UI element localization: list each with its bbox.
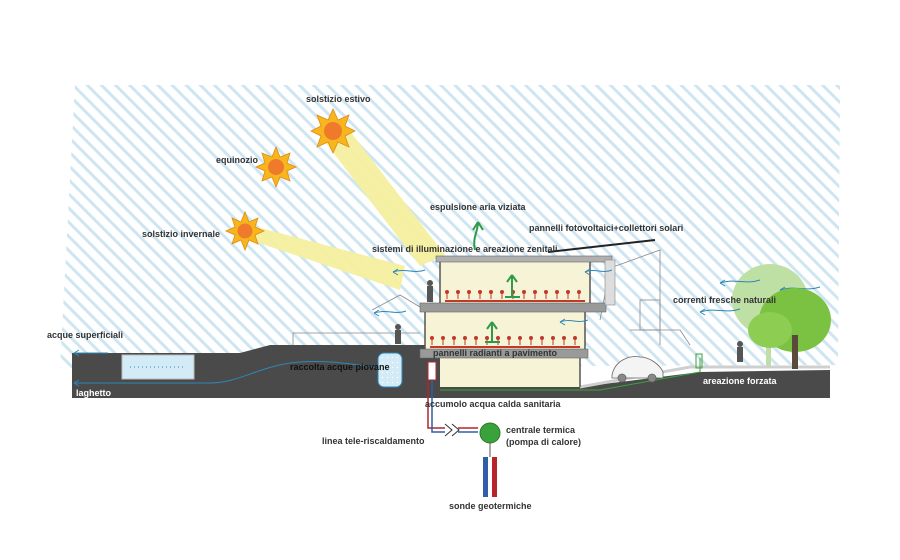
radiant-arrow-head bbox=[478, 290, 482, 294]
sun-ray-winter bbox=[238, 222, 405, 290]
radiant-arrow-head bbox=[544, 290, 548, 294]
label-solstice-winter: solstizio invernale bbox=[142, 229, 220, 239]
geothermal-probe-cold bbox=[483, 457, 488, 497]
radiant-arrow-head bbox=[566, 290, 570, 294]
label-hot-water-storage: accumolo acqua calda sanitaria bbox=[425, 399, 562, 409]
ground-section bbox=[72, 345, 830, 398]
thermal-plant-icon bbox=[479, 422, 501, 444]
person-left bbox=[395, 324, 401, 344]
radiant-arrow-head bbox=[485, 336, 489, 340]
label-pv-panels: pannelli fotovoltaici+collettori solari bbox=[529, 223, 683, 233]
ramp bbox=[579, 365, 830, 389]
radiant-arrow-head bbox=[430, 336, 434, 340]
radiant-arrow-head bbox=[562, 336, 566, 340]
radiant-arrow-head bbox=[573, 336, 577, 340]
district-heating-break bbox=[444, 423, 460, 437]
label-forced-air: areazione forzata bbox=[703, 376, 778, 386]
label-zenith-systems: sistemi di illuminazione e areazione zen… bbox=[372, 244, 558, 254]
hot-water-tank bbox=[427, 361, 437, 381]
radiant-arrow-head bbox=[555, 290, 559, 294]
radiant-arrow-head bbox=[529, 336, 533, 340]
exhaust-plant-floor1 bbox=[505, 274, 520, 298]
radiant-arrow-head bbox=[463, 336, 467, 340]
label-thermal-plant-2: (pompa di calore) bbox=[506, 437, 581, 447]
tree-foreground bbox=[748, 288, 831, 369]
radiant-arrow-head bbox=[533, 290, 537, 294]
radiant-arrow-head bbox=[522, 290, 526, 294]
pipes bbox=[427, 362, 478, 433]
label-solstice-summer: solstizio estivo bbox=[306, 94, 371, 104]
geothermal-probe-hot bbox=[492, 457, 497, 497]
radiant-arrow-head bbox=[489, 290, 493, 294]
radiant-arrow-head bbox=[577, 290, 581, 294]
radiant-arrow-head bbox=[445, 290, 449, 294]
person-right bbox=[737, 341, 743, 362]
label-radiant-panels: pannelli radianti a pavimento bbox=[433, 348, 558, 358]
exhaust-plant-top bbox=[472, 221, 484, 251]
radiant-arrow-head bbox=[441, 336, 445, 340]
label-thermal-plant-1: centrale termica bbox=[506, 425, 576, 435]
radiant-heat-arrows bbox=[430, 290, 581, 345]
radiant-arrow-head bbox=[507, 336, 511, 340]
label-equinox: equinozio bbox=[216, 155, 258, 165]
label-rain-collection: raccolta acque piovane bbox=[290, 362, 390, 372]
label-district-heating: linea tele-riscaldamento bbox=[322, 436, 425, 446]
rain-tank bbox=[377, 352, 403, 388]
car-icon bbox=[611, 356, 664, 383]
radiant-arrow-head bbox=[540, 336, 544, 340]
radiant-arrow-head bbox=[518, 336, 522, 340]
label-pond: laghetto bbox=[76, 388, 112, 398]
sun-equinox bbox=[255, 145, 297, 189]
radiant-arrow-head bbox=[452, 336, 456, 340]
label-geothermal: sonde geotermiche bbox=[449, 501, 532, 511]
radiant-arrow-head bbox=[551, 336, 555, 340]
sky-background bbox=[60, 85, 840, 368]
sun-summer bbox=[310, 108, 356, 154]
label-surface-water: acque superficiali bbox=[47, 330, 123, 340]
label-fresh-currents: correnti fresche naturali bbox=[673, 295, 776, 305]
label-exhaust-air: espulsione aria viziata bbox=[430, 202, 527, 212]
radiant-arrow-head bbox=[467, 290, 471, 294]
exhaust-plant-floor2 bbox=[485, 321, 500, 343]
person-balcony bbox=[427, 280, 433, 302]
radiant-arrow-head bbox=[496, 336, 500, 340]
sun-winter bbox=[225, 210, 265, 252]
radiant-arrow-head bbox=[500, 290, 504, 294]
sun-ray-summer bbox=[322, 126, 445, 266]
radiant-arrow-head bbox=[474, 336, 478, 340]
radiant-arrow-head bbox=[456, 290, 460, 294]
